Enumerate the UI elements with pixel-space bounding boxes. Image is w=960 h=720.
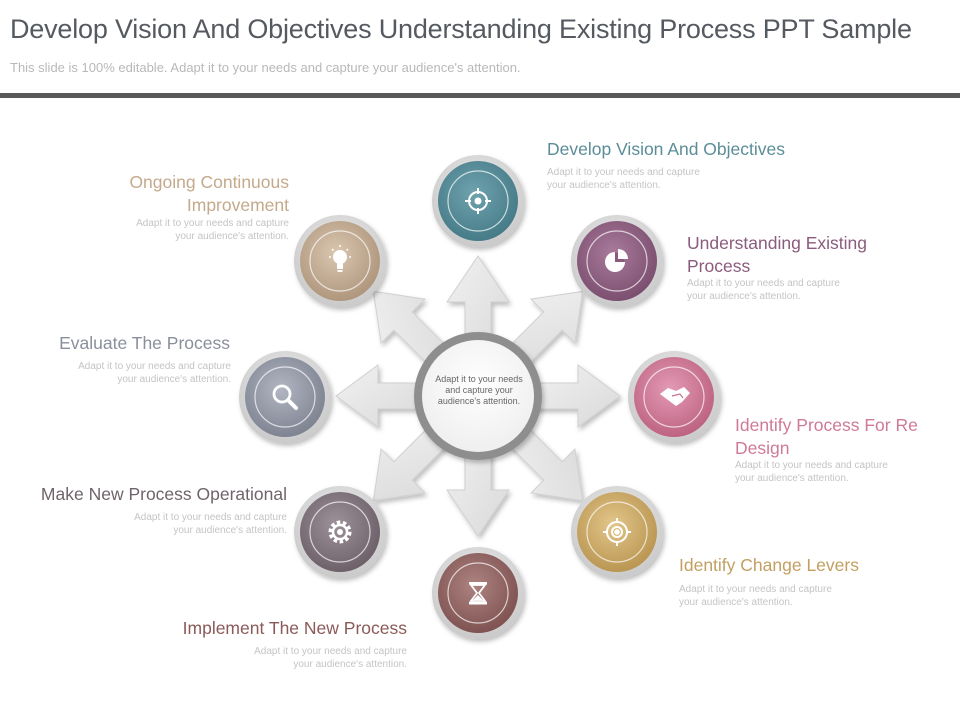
desc-line: your audience's attention. <box>679 597 793 608</box>
label-evaluate: Evaluate The Process <box>10 332 230 355</box>
arrow-right <box>529 364 621 428</box>
node-title-line: Process <box>687 256 751 276</box>
node-title-line: Identify Process For Re <box>735 415 918 435</box>
node-title-line: Ongoing Continuous <box>129 172 289 192</box>
desc-implement: Adapt it to your needs and capture your … <box>160 645 407 671</box>
node-title-line: Understanding Existing <box>687 233 867 253</box>
desc-line: your audience's attention. <box>735 473 849 484</box>
lightbulb-icon <box>329 245 351 272</box>
handshake-icon <box>660 387 690 406</box>
center-text: Adapt it to your needs and capture your … <box>435 374 523 406</box>
node-title-line: Design <box>735 438 790 458</box>
desc-understanding-existing: Adapt it to your needs and capture your … <box>687 277 840 303</box>
desc-line: Adapt it to your needs and capture <box>78 361 231 372</box>
slide-subtitle: This slide is 100% editable. Adapt it to… <box>10 60 521 75</box>
desc-evaluate: Adapt it to your needs and capture your … <box>0 360 231 386</box>
desc-line: your audience's attention. <box>687 291 801 302</box>
node-title: Evaluate The Process <box>59 333 230 353</box>
node-title: Implement The New Process <box>182 618 407 638</box>
label-implement: Implement The New Process <box>120 617 407 640</box>
desc-line: Adapt it to your needs and capture <box>254 646 407 657</box>
desc-line: Adapt it to your needs and capture <box>687 278 840 289</box>
center-hub <box>414 332 542 460</box>
search-icon <box>272 384 298 410</box>
desc-identify-change: Adapt it to your needs and capture your … <box>679 583 832 609</box>
desc-line: your audience's attention. <box>175 231 289 242</box>
slide-title: Develop Vision And Objectives Understand… <box>10 14 912 44</box>
target-icon <box>603 518 631 546</box>
desc-line: Adapt it to your needs and capture <box>679 584 832 595</box>
node-evaluate <box>239 351 331 443</box>
label-identify-process: Identify Process For Re Design <box>735 414 918 460</box>
label-identify-change: Identify Change Levers <box>679 554 859 577</box>
desc-make-operational: Adapt it to your needs and capture your … <box>40 511 287 537</box>
desc-line: Adapt it to your needs and capture <box>735 460 888 471</box>
desc-line: Adapt it to your needs and capture <box>136 218 289 229</box>
header-divider <box>0 93 960 98</box>
pie-chart-icon <box>605 249 628 272</box>
desc-ongoing: Adapt it to your needs and capture your … <box>60 217 289 243</box>
desc-line: Adapt it to your needs and capture <box>134 512 287 523</box>
label-understanding-existing: Understanding Existing Process <box>687 232 867 278</box>
desc-identify-process: Adapt it to your needs and capture your … <box>735 459 888 485</box>
hourglass-icon <box>469 582 487 605</box>
node-title: Make New Process Operational <box>40 484 287 504</box>
label-make-operational: Make New Process Operational <box>10 483 287 506</box>
desc-line: your audience's attention. <box>293 659 407 670</box>
label-develop-vision: Develop Vision And Objectives <box>547 138 785 161</box>
desc-develop-vision: Adapt it to your needs and capture your … <box>547 166 700 192</box>
gear-icon <box>328 520 352 544</box>
desc-line: Adapt it to your needs and capture <box>547 167 700 178</box>
arrow-left <box>335 364 427 428</box>
desc-line: your audience's attention. <box>117 374 231 385</box>
crosshair-icon <box>465 188 491 214</box>
node-title: Identify Change Levers <box>679 555 859 575</box>
desc-line: your audience's attention. <box>547 180 661 191</box>
label-ongoing: Ongoing Continuous Improvement <box>60 171 289 217</box>
node-title-line: Improvement <box>186 195 289 215</box>
desc-line: your audience's attention. <box>173 525 287 536</box>
node-title: Develop Vision And Objectives <box>547 139 786 159</box>
